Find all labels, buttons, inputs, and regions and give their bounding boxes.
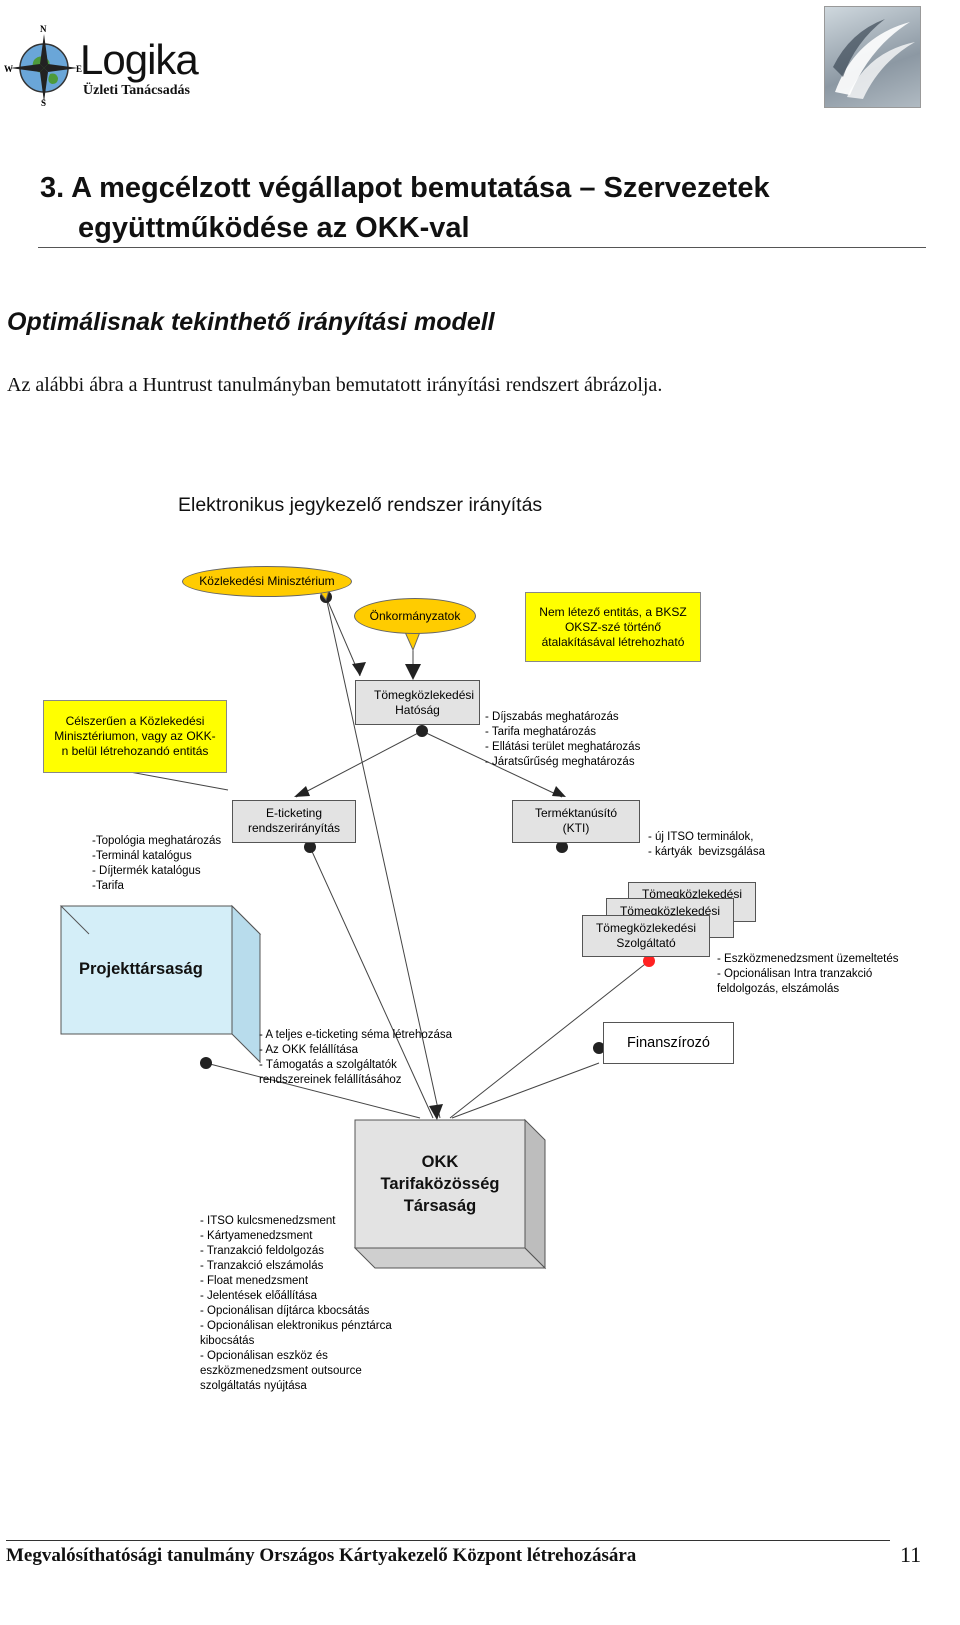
eticketing-box: E-ticketing rendszerirányítás	[232, 800, 356, 843]
connector-dot-icon	[416, 725, 428, 737]
termektanusito-box: Terméktanúsító (KTI)	[512, 800, 640, 843]
section-title-line2: együttműködése az OKK-val	[78, 212, 470, 244]
okk-cube	[353, 1118, 547, 1270]
connector-dot-icon	[593, 1042, 605, 1054]
diagram-title: Elektronikus jegykezelő rendszer irányít…	[178, 494, 543, 516]
arrowhead-icon	[352, 662, 366, 676]
compass-icon	[10, 34, 78, 102]
projekt-tasks: -Topológia meghatározás -Terminál kataló…	[92, 835, 222, 892]
hatosag-tasks: - Díjszabás meghatározás - Tarifa meghat…	[485, 711, 641, 768]
footer-rule	[6, 1540, 890, 1541]
arrowhead-icon	[429, 1104, 443, 1120]
arrowhead-icon	[294, 786, 310, 797]
callout-tail	[404, 631, 421, 652]
subsection-title: Optimálisnak tekinthető irányítási model…	[7, 308, 495, 336]
connector-dot-icon	[200, 1057, 212, 1069]
arrowheads	[294, 662, 566, 1120]
partner-logo	[824, 6, 921, 108]
onkormanyzatok-callout: Önkormányzatok	[354, 598, 476, 634]
compass-e: E	[76, 64, 83, 74]
logo-subtitle: Üzleti Tanácsadás	[83, 83, 190, 98]
eticketing-tasks: - A teljes e-ticketing séma létrehozása …	[259, 1029, 453, 1086]
red-dot-icon	[643, 955, 655, 967]
tomegkozlekedesi-hatosag-box: Tömegközlekedési Hatóság	[355, 680, 480, 725]
szolgaltato-box: Tömegközlekedési Szolgáltató	[582, 915, 710, 957]
okk-label: OKK Tarifaközösség Társaság	[380, 1153, 500, 1215]
line-projekt-okk	[205, 1062, 421, 1119]
connector-dot-icon	[304, 841, 316, 853]
connector-dot-icon	[556, 841, 568, 853]
intro-text: Az alábbi ábra a Huntrust tanulmányban b…	[7, 374, 663, 396]
kozlekedesi-miniszterium-callout: Közlekedési Minisztérium	[182, 566, 352, 597]
compass-w: W	[4, 64, 13, 74]
compass-logo: N W E S	[4, 24, 83, 108]
section-title-line1: 3. A megcélzott végállapot bemutatása – …	[40, 172, 770, 204]
finanszirozo-box: Finanszírozó	[603, 1022, 734, 1064]
line-min-hatosag	[325, 596, 361, 677]
line-min-okk	[325, 596, 441, 1119]
line-celszeruen-projekt	[129, 771, 229, 791]
line-szolg-okk	[449, 960, 650, 1119]
termektanusito-tasks: - új ITSO terminálok, - kártyák bevizsgá…	[648, 831, 765, 858]
title-rule	[38, 247, 926, 248]
compass-n: N	[40, 24, 47, 34]
projekttarsasag-label: Projekttársaság	[79, 960, 203, 978]
celszeruen-note: Célszerűen a Közlekedési Minisztériumon,…	[43, 700, 227, 773]
logo-name: Logika	[80, 36, 199, 83]
compass-s: S	[41, 98, 47, 108]
arrowhead-icon	[405, 664, 421, 680]
okk-tasks: - ITSO kulcsmenedzsment - Kártyamenedzsm…	[200, 1215, 392, 1392]
line-finanszirozo-okk	[451, 1062, 600, 1119]
projekt-cube	[59, 904, 262, 1064]
footer-text: Megvalósíthatósági tanulmány Országos Ká…	[6, 1545, 637, 1566]
swoosh-logo-icon	[833, 19, 915, 99]
arrowhead-icon	[552, 786, 566, 797]
line-eticketing-okk	[309, 846, 434, 1119]
page-number: 11	[900, 1542, 922, 1567]
line-hatosag-eticketing	[295, 730, 423, 798]
szolgaltato-tasks: - Eszközmenedzsment üzemeltetés - Opcion…	[717, 953, 899, 995]
nem-letezo-note: Nem létező entitás, a BKSZ OKSZ-szé tört…	[525, 592, 701, 662]
line-hatosag-termek	[421, 730, 563, 798]
